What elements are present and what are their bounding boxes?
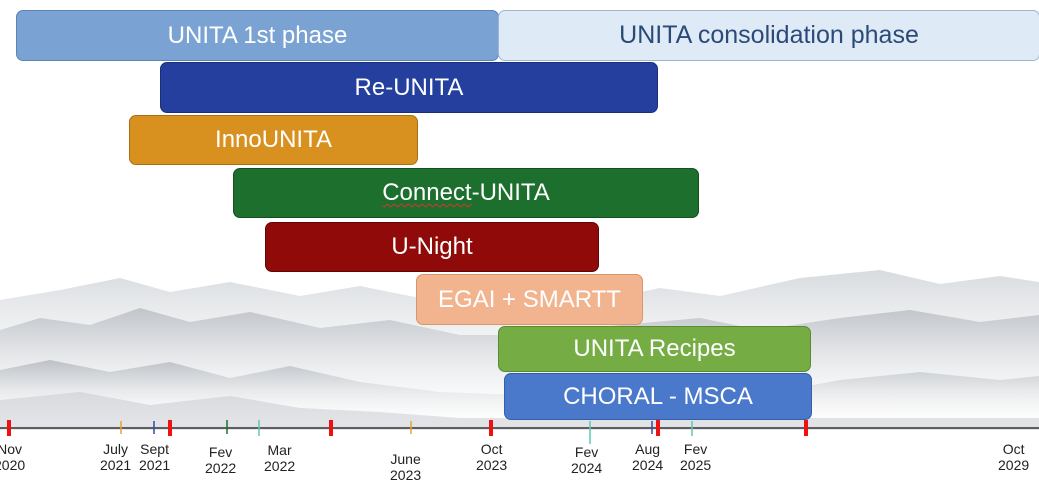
egai-smartt-bar: EGAI + SMARTT	[416, 274, 643, 325]
u-night-bar: U-Night	[265, 222, 599, 272]
re-unita-bar: Re-UNITA	[160, 62, 658, 113]
consolidation-label: UNITA consolidation phase	[619, 21, 919, 49]
egai-smartt-label: EGAI + SMARTT	[438, 285, 621, 313]
choral-bar: CHORAL - MSCA	[504, 373, 812, 420]
timeline-ticks	[7, 420, 808, 444]
connect-word: Connect	[382, 179, 472, 206]
connect-unita-bar: Connect-UNITA	[233, 168, 699, 218]
timeline-label: Nov2020	[0, 441, 26, 473]
u-night-label: U-Night	[391, 233, 473, 260]
innounita-label: InnoUNITA	[215, 126, 332, 153]
phase1-bar: UNITA 1st phase	[16, 10, 499, 61]
innounita-bar: InnoUNITA	[129, 115, 418, 165]
recipes-label: UNITA Recipes	[573, 335, 736, 362]
re-unita-label: Re-UNITA	[354, 73, 464, 101]
connect-unita-label: Connect-UNITA	[382, 179, 550, 207]
recipes-bar: UNITA Recipes	[498, 326, 811, 372]
choral-label: CHORAL - MSCA	[563, 382, 753, 410]
unita-word: -UNITA	[471, 179, 550, 206]
consolidation-bar: UNITA consolidation phase	[498, 10, 1039, 61]
phase1-label: UNITA 1st phase	[167, 21, 348, 49]
